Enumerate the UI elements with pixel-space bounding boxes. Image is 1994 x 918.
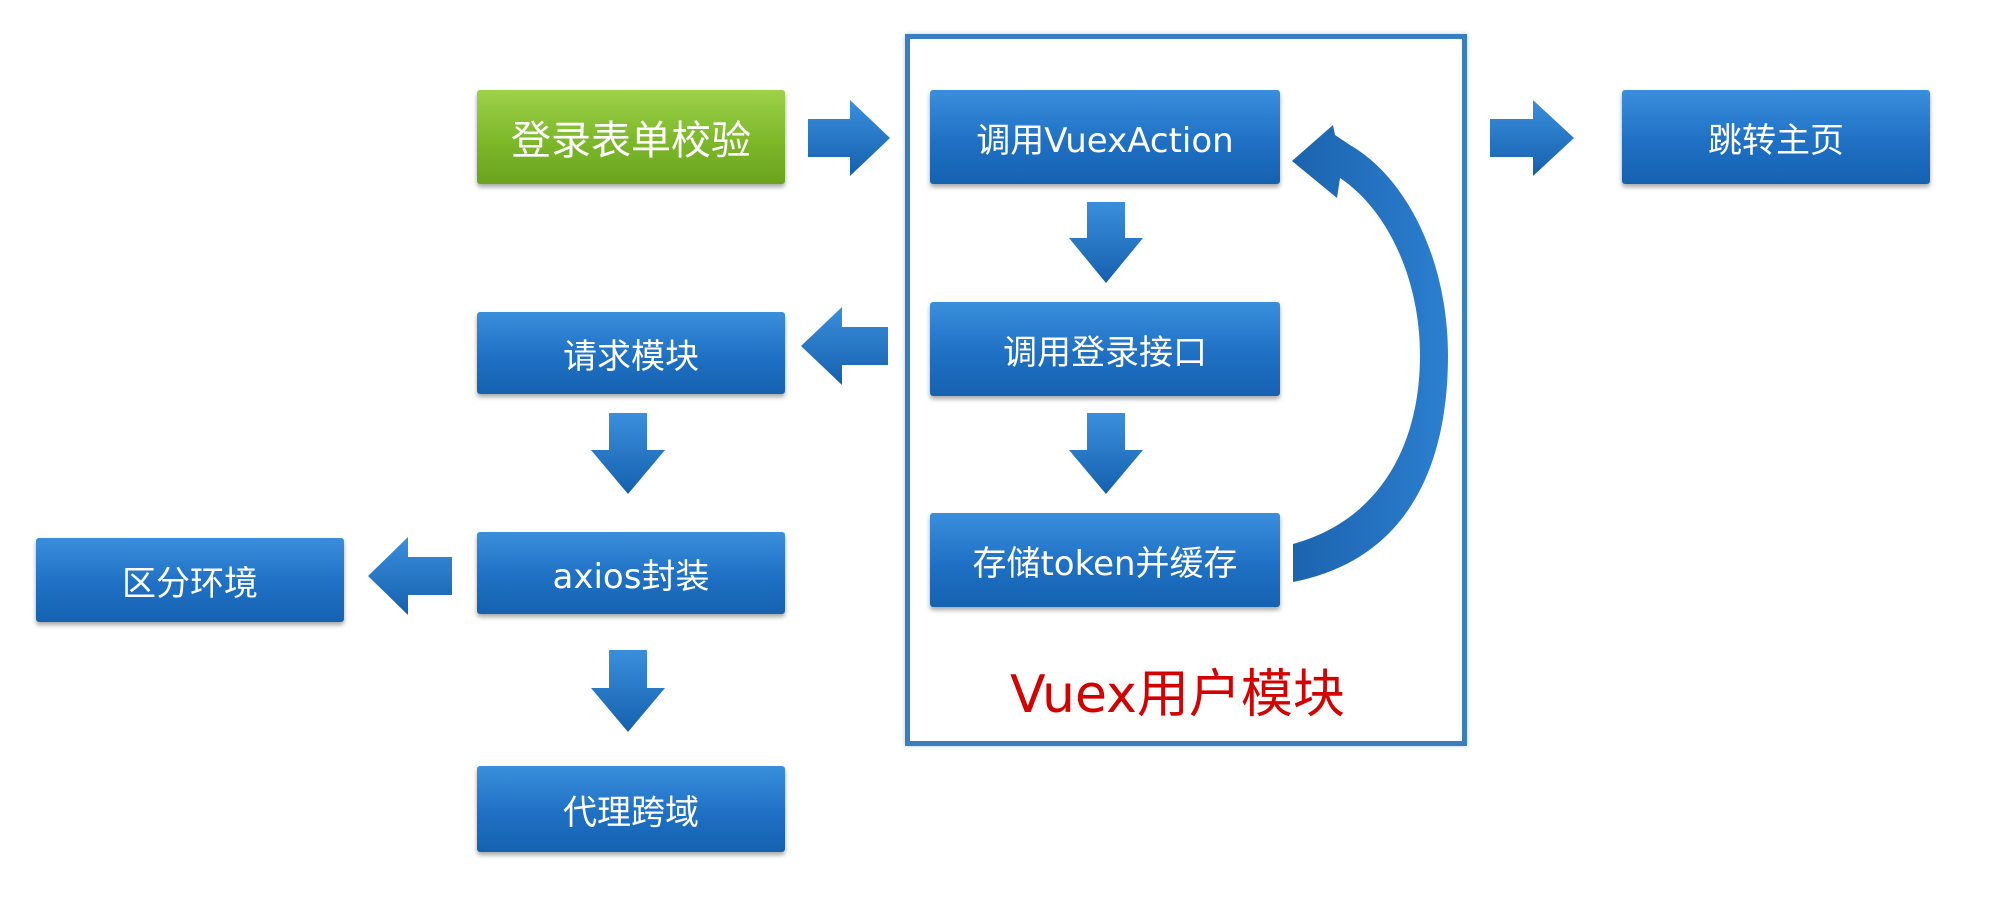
arrow-right-icon — [808, 100, 890, 176]
login-validation-node: 登录表单校验 — [477, 90, 785, 184]
vuex-user-module-label: Vuex用户模块 — [1010, 665, 1345, 725]
arrow-left-icon — [801, 307, 888, 385]
env-split-node: 区分环境 — [36, 538, 344, 622]
request-module-node: 请求模块 — [477, 312, 785, 394]
curved-return-arrow-icon — [1292, 125, 1448, 582]
arrow-down-icon — [1069, 202, 1143, 283]
axios-wrapper-node: axios封装 — [477, 532, 785, 614]
proxy-cors-node: 代理跨域 — [477, 766, 785, 852]
arrow-down-icon — [591, 650, 665, 732]
arrow-left-icon — [368, 537, 452, 615]
arrow-right-icon — [1490, 100, 1574, 176]
call-login-api-node: 调用登录接口 — [930, 302, 1280, 396]
arrow-down-icon — [1069, 413, 1143, 494]
goto-home-node: 跳转主页 — [1622, 90, 1930, 184]
vuex-user-module-frame — [905, 34, 1467, 746]
call-vuex-action-node: 调用VuexAction — [930, 90, 1280, 184]
arrow-down-icon — [591, 413, 665, 494]
store-token-node: 存储token并缓存 — [930, 513, 1280, 607]
